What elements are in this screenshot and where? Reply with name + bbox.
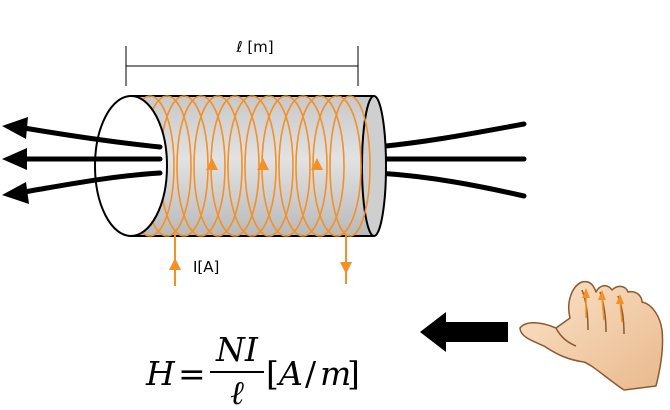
coil-direction-arrows [206, 158, 323, 170]
core-end-face [94, 95, 168, 237]
right-hand-icon [519, 280, 664, 391]
unit-slash: / [305, 354, 317, 393]
field-direction-arrow-icon [420, 312, 508, 352]
unit-open-bracket: [ [266, 354, 279, 393]
field-equation: H = NI ℓ [ A / m ] [145, 330, 360, 410]
equation-lhs: H [145, 354, 176, 393]
field-lines-left [2, 117, 163, 204]
equation-numerator: NI [215, 330, 259, 369]
length-dimension: ℓ [m] [125, 38, 359, 86]
hand-curl-arrow-icon [616, 294, 624, 304]
coil-arrow-icon [257, 158, 269, 170]
field-arrow-icon [2, 117, 29, 204]
unit-meter: m [320, 354, 351, 393]
current-in-arrow-icon [169, 258, 181, 270]
coil-arrow-icon [206, 158, 218, 170]
current-label: I[A] [193, 258, 219, 276]
hand-curl-arrow-icon [598, 290, 606, 300]
length-label: ℓ [m] [235, 38, 273, 56]
unit-close-bracket: ] [347, 354, 360, 393]
equation-denominator: ℓ [230, 373, 244, 410]
hand-curl-arrows [585, 296, 623, 323]
unit-ampere: A [276, 354, 303, 393]
coil-arrow-icon [311, 158, 323, 170]
field-lines-right [373, 121, 527, 199]
equation-equals: = [178, 354, 206, 393]
hand-curl-arrow-icon [582, 288, 590, 298]
current-out-arrow-icon [340, 262, 352, 274]
